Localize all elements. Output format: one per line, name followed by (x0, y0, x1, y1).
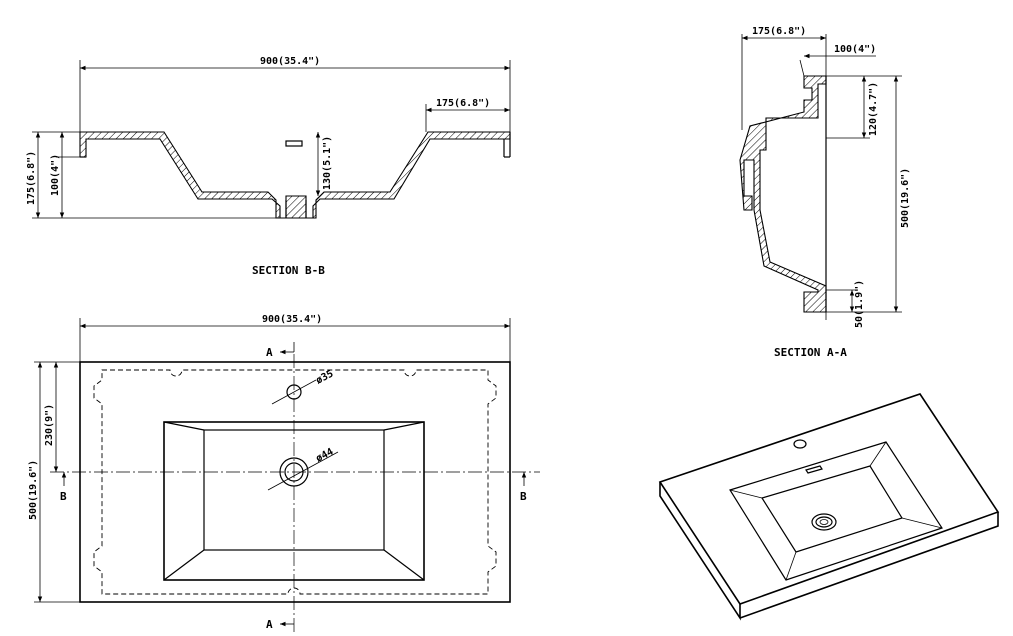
plan-depth-dim: 500(19.6") (28, 460, 39, 520)
iso-basin-inner (761, 465, 903, 553)
iso-basin-outer (729, 441, 943, 581)
plan-outline (79, 361, 511, 603)
bb-height-dim: 175(6.8") (26, 151, 37, 205)
drain-hole-dim: ø44 (314, 446, 335, 464)
plan-tap-offset-dim: 230(9") (44, 404, 55, 446)
aa-depth-dim: 500(19.6") (900, 168, 911, 228)
bb-bowl-depth-dim: 130(5.1") (322, 136, 333, 190)
section-marker-a-bottom: A (266, 618, 273, 631)
section-marker-a-top: A (266, 346, 273, 359)
bb-width-dim: 900(35.4") (260, 56, 320, 67)
tap-hole-icon (286, 384, 302, 400)
drain-icon (279, 457, 309, 487)
iso-tap-hole-icon (793, 439, 807, 449)
bb-basin-shell (79, 131, 511, 219)
section-aa-view: 175(6.8") 100(4") 500(19.6") 120(4.7") 5… (739, 26, 911, 328)
section-bb-view: 900(35.4") 175(6.8") 175(6.8") 100(4") 1… (26, 56, 511, 219)
aa-height-dim: 175(6.8") (752, 26, 806, 37)
bb-ledge-dim: 175(6.8") (436, 98, 490, 109)
aa-upper-dim: 120(4.7") (868, 82, 879, 136)
section-aa-label: SECTION A-A (774, 346, 847, 359)
bb-rim-dim: 100(4") (50, 154, 61, 196)
tap-hole-dim: ø35 (314, 368, 335, 386)
iso-drain-icon (811, 513, 837, 531)
aa-rim-dim: 100(4") (834, 44, 876, 55)
isometric-view (658, 393, 1000, 621)
plan-view: 900(35.4") ø35 ø44 500(19.6") 230(9") (28, 314, 540, 632)
plan-width-dim: 900(35.4") (262, 314, 322, 325)
aa-profile-shell (739, 75, 827, 313)
plan-dashed-outline (93, 369, 497, 595)
section-bb-label: SECTION B-B (252, 264, 325, 277)
section-marker-b-right: B (520, 490, 527, 503)
section-marker-b-left: B (60, 490, 67, 503)
aa-front-dim: 50(1.9") (854, 280, 865, 328)
